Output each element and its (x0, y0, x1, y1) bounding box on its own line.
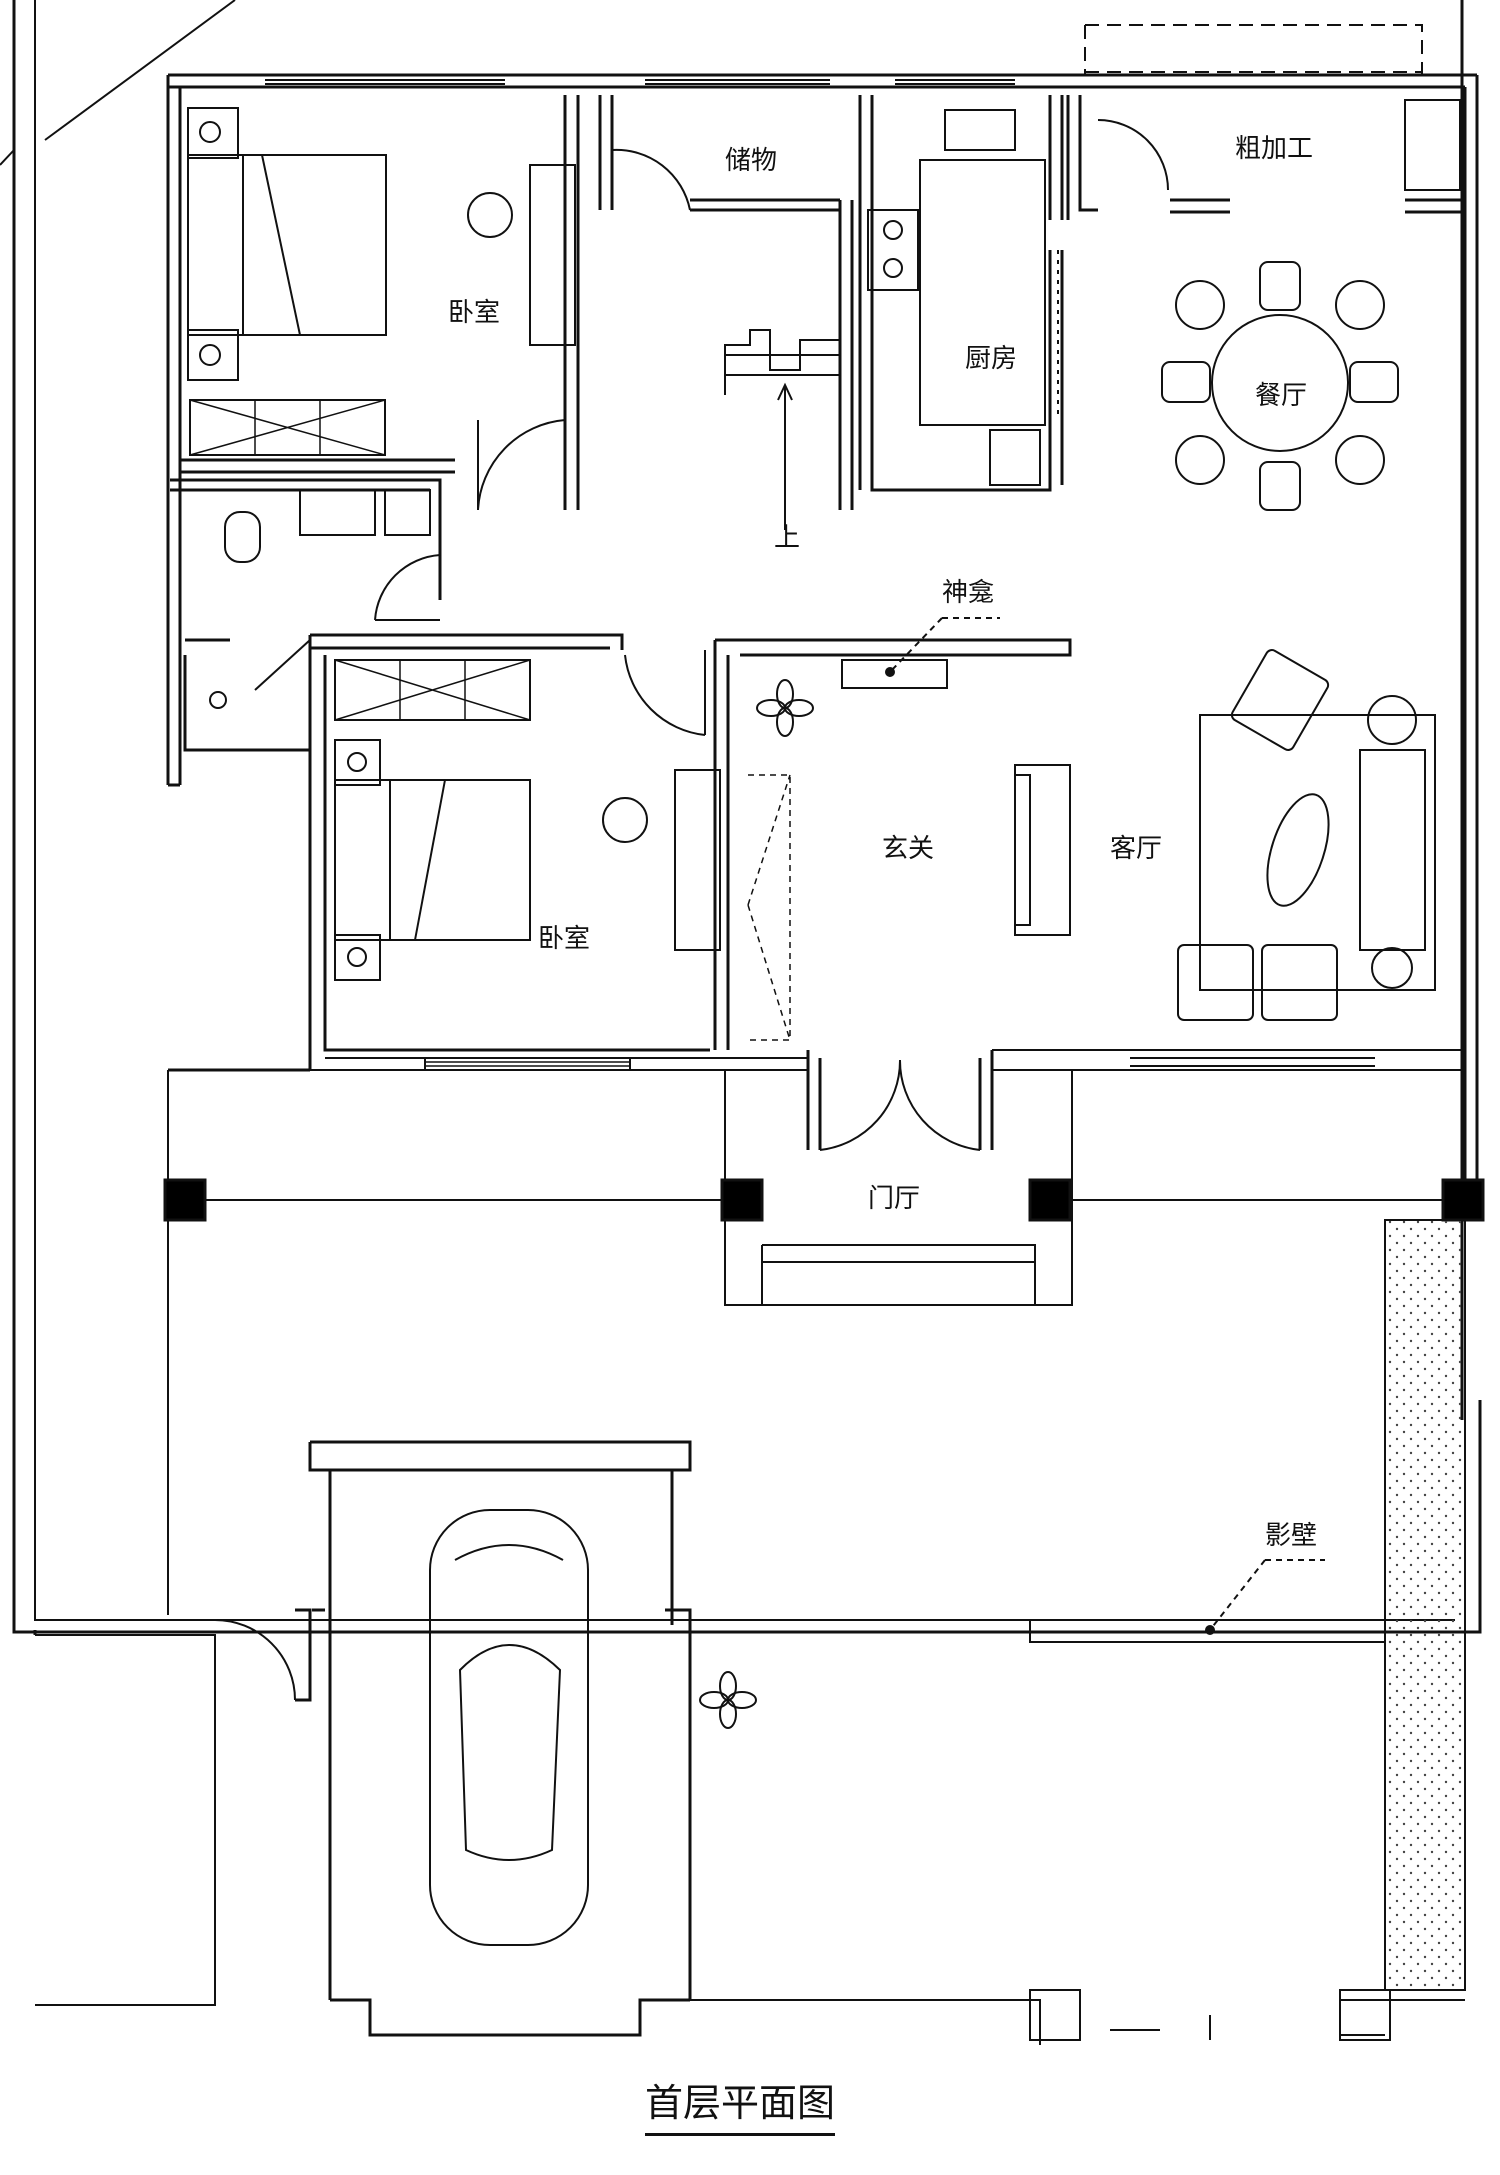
callout-screen-wall: 影壁 (1265, 1521, 1318, 1551)
room-label-entrance-hall: 门厅 (868, 1184, 921, 1214)
kitchen-sink (944, 109, 1016, 151)
room-label-storage: 储物 (725, 146, 778, 176)
diagonal-line (44, 0, 236, 141)
screen-wall (1029, 1619, 1386, 1643)
desk-2 (674, 769, 721, 951)
outer-wall-right (1463, 75, 1479, 1218)
dining-chairs (1161, 261, 1399, 511)
room-label-foyer: 玄关 (882, 834, 935, 864)
room-label-rough-processing: 粗加工 (1235, 134, 1314, 164)
kitchen-counter (919, 159, 1046, 426)
bed-1 (187, 154, 387, 336)
living-room-set (1177, 649, 1436, 1021)
plant-icon (756, 679, 814, 737)
tv-cabinet (1014, 764, 1071, 936)
wardrobe-1 (189, 399, 386, 456)
room-label-living: 客厅 (1110, 834, 1163, 864)
wardrobe-2 (334, 659, 531, 721)
outer-wall-top (168, 73, 1477, 89)
room-label-bedroom-2: 卧室 (538, 924, 591, 954)
outer-wall-left (166, 75, 182, 785)
plant-icon (699, 1671, 757, 1729)
plan-title: 首层平面图 (645, 2072, 836, 2136)
shrine (841, 659, 948, 689)
room-label-kitchen: 厨房 (965, 344, 1018, 374)
site-wall (34, 0, 1455, 1621)
stairs (724, 329, 840, 395)
toilet (224, 511, 261, 563)
desk-1 (529, 164, 576, 346)
bed-2 (334, 779, 531, 941)
lot-boundary-left (12, 0, 1482, 1634)
room-label-dining: 餐厅 (1255, 381, 1308, 411)
basin (299, 489, 376, 536)
room-label-bedroom-1: 卧室 (448, 298, 501, 328)
car (429, 1509, 589, 1946)
dining-table (1211, 314, 1349, 452)
stair-up-label: 上 (774, 523, 801, 553)
callout-shrine: 神龛 (942, 578, 995, 608)
